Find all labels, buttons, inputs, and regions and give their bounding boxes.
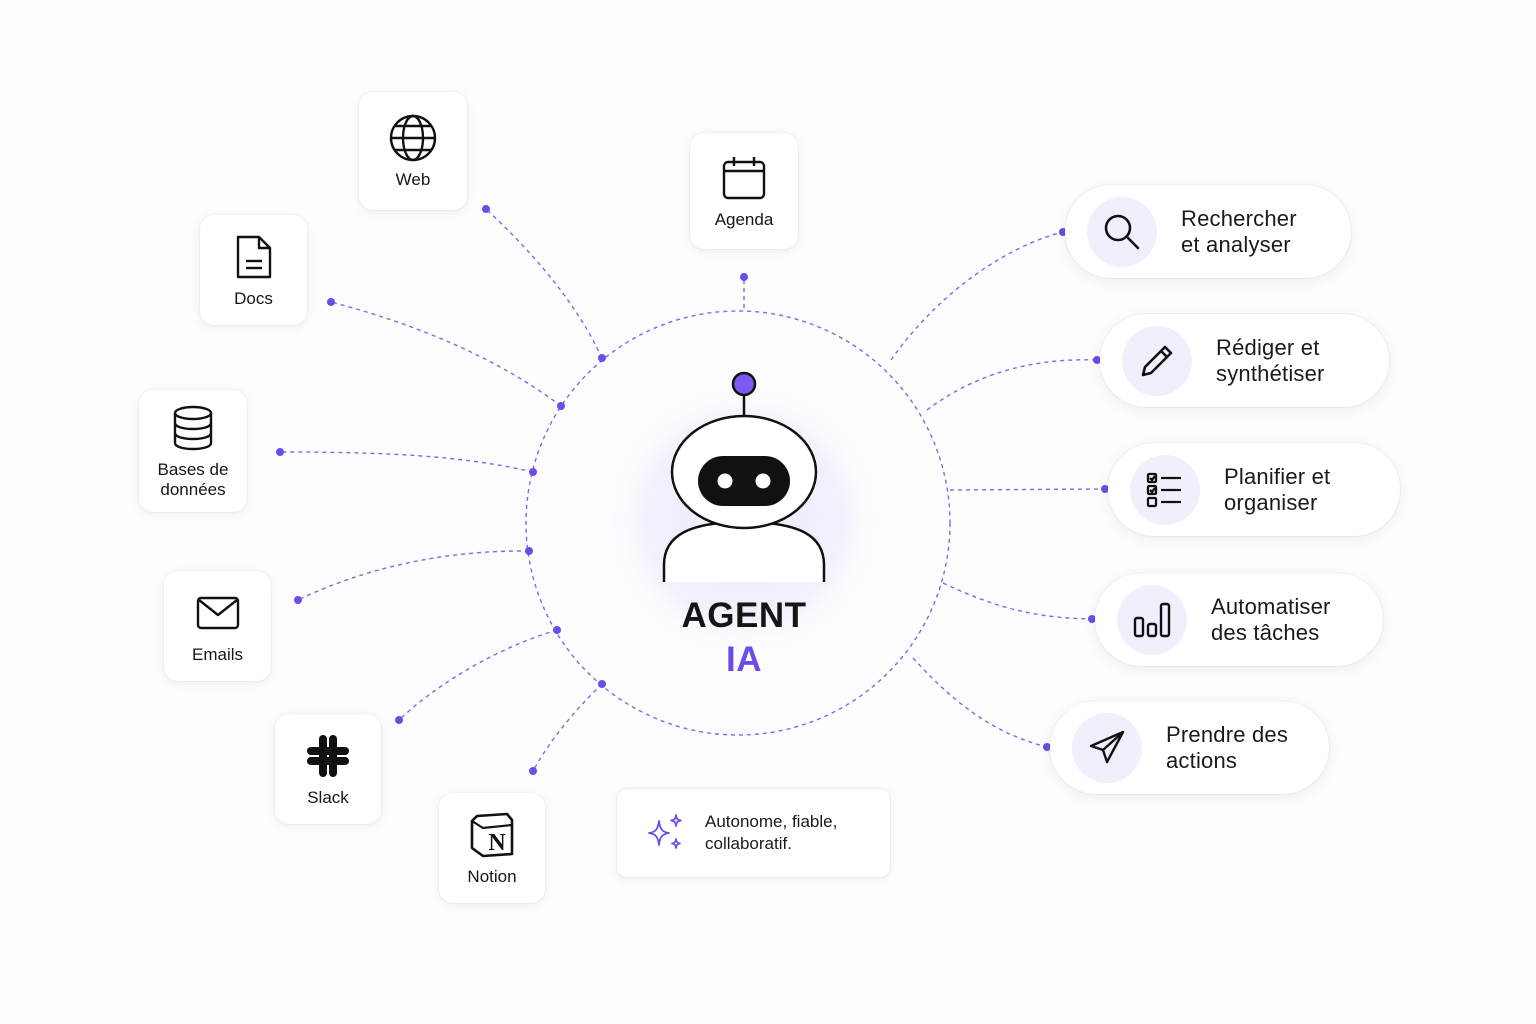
source-label: Slack <box>307 788 349 807</box>
source-label: Notion <box>467 867 517 886</box>
capability-automate[interactable]: Automatiser des tâches <box>1095 573 1383 666</box>
source-card-emails[interactable]: Emails <box>164 571 271 681</box>
link-notion <box>532 683 603 772</box>
svg-text:N: N <box>488 830 506 856</box>
globe-icon <box>387 112 439 164</box>
agent-orbit <box>525 310 951 736</box>
link-dot <box>529 767 537 775</box>
sparkles-icon <box>648 814 682 849</box>
capability-label: Planifier et organiser <box>1224 463 1331 515</box>
send-icon <box>1072 712 1142 783</box>
link-research <box>890 231 1064 361</box>
capability-label: Rédiger et synthétiser <box>1216 334 1325 386</box>
link-dot <box>553 626 561 634</box>
link-dot <box>276 448 284 456</box>
capability-label: Automatiser des tâches <box>1211 593 1331 645</box>
capability-label: Prendre des actions <box>1166 721 1289 773</box>
link-dot <box>482 205 490 213</box>
link-write <box>926 359 1098 411</box>
capability-label: Rechercher et analyser <box>1181 205 1297 257</box>
link-dot <box>598 354 606 362</box>
source-card-slack[interactable]: Slack <box>275 714 381 824</box>
bar-chart-icon <box>1117 584 1187 655</box>
link-dot <box>740 273 748 281</box>
link-dot <box>1101 485 1109 493</box>
document-icon <box>228 231 280 283</box>
link-plan <box>949 488 1106 491</box>
link-dot <box>1088 615 1096 623</box>
checklist-icon <box>1130 454 1200 525</box>
link-dot <box>1093 356 1101 364</box>
mail-icon <box>192 587 244 639</box>
source-label: Agenda <box>714 210 774 229</box>
capability-research[interactable]: Rechercher et analyser <box>1065 185 1351 278</box>
database-icon <box>167 402 219 454</box>
tagline-card: Autonome, fiable, collaboratif. <box>617 789 890 877</box>
source-label: Docs <box>234 289 273 308</box>
link-emails <box>297 550 530 601</box>
agent-title: AGENT <box>681 596 807 635</box>
calendar-icon <box>718 152 770 204</box>
capability-act[interactable]: Prendre des actions <box>1050 701 1329 794</box>
source-card-databases[interactable]: Bases de données <box>139 390 247 512</box>
source-label: Emails <box>191 645 243 664</box>
link-databases <box>279 451 534 473</box>
link-act <box>912 657 1048 748</box>
link-dot <box>529 468 537 476</box>
source-card-web[interactable]: Web <box>359 92 467 210</box>
link-slack <box>398 629 558 721</box>
tagline-text: Autonome, fiable, collaboratif. <box>705 812 838 853</box>
pencil-icon <box>1122 325 1192 396</box>
link-dot <box>598 680 606 688</box>
link-dot <box>294 596 302 604</box>
source-card-agenda[interactable]: Agenda <box>690 133 798 249</box>
link-dot <box>395 716 403 724</box>
link-web <box>485 208 603 359</box>
agent-subtitle: IA <box>726 640 762 679</box>
source-card-notion[interactable]: N Notion <box>439 793 545 903</box>
link-dot <box>557 402 565 410</box>
link-automate <box>942 582 1093 620</box>
source-card-docs[interactable]: Docs <box>200 215 307 325</box>
source-label: Web <box>395 170 431 189</box>
link-dot <box>525 547 533 555</box>
link-docs <box>330 301 562 407</box>
link-dot <box>1043 743 1051 751</box>
search-icon <box>1087 196 1157 267</box>
slack-icon <box>302 730 354 782</box>
capability-write[interactable]: Rédiger et synthétiser <box>1100 314 1389 407</box>
notion-icon: N <box>466 809 518 861</box>
capability-plan[interactable]: Planifier et organiser <box>1108 443 1400 536</box>
source-label: Bases de données <box>157 460 229 499</box>
link-dot <box>327 298 335 306</box>
robot-icon <box>604 371 884 660</box>
